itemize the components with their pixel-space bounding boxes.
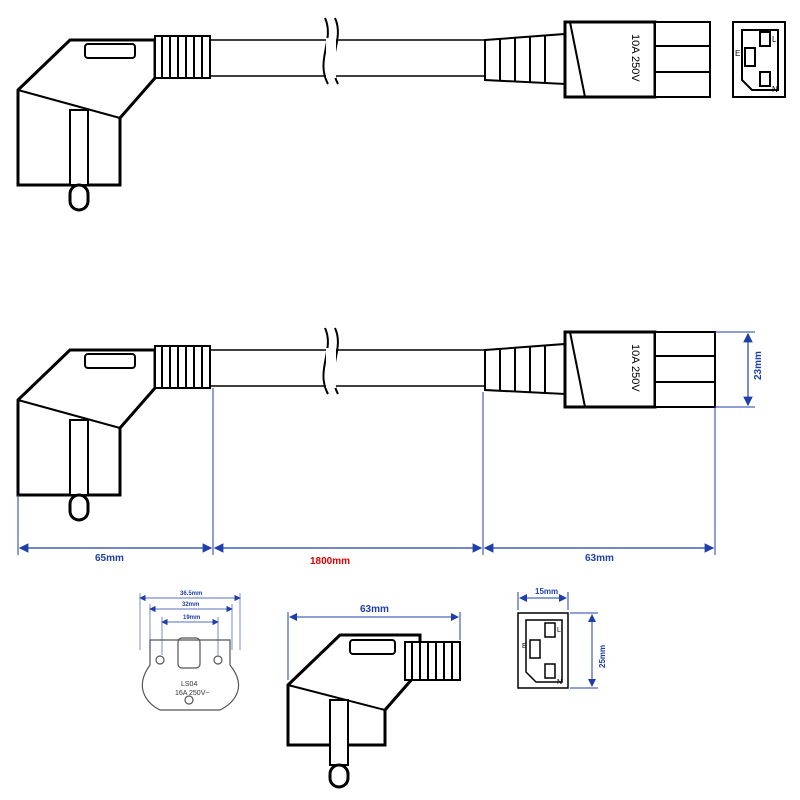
plug-face-detail xyxy=(139,593,241,711)
plug-strain-relief xyxy=(154,35,211,79)
pin-label-live-top: L xyxy=(772,35,777,44)
schuko-plug-top xyxy=(16,35,211,212)
cable-middle xyxy=(210,327,485,395)
c13-connector-top xyxy=(484,20,711,99)
connector-length-label: 63mm xyxy=(585,553,614,564)
top-cord-view xyxy=(16,17,786,212)
outer-width-label: 36.5mm xyxy=(180,591,202,597)
plug-rating-label: 16A 250V~ xyxy=(175,690,209,697)
rating-text-middle: 10A 250V xyxy=(629,344,641,392)
contact-span-label: 32mm xyxy=(182,602,199,608)
connector-face-height-label: 25mm xyxy=(598,645,607,668)
connector-face-detail xyxy=(517,612,569,689)
plug-body-detail xyxy=(286,633,461,789)
c13-connector-middle xyxy=(484,330,716,409)
connector-face-width-label: 15mm xyxy=(535,587,558,596)
pin-spacing-label: 19mm xyxy=(183,615,200,621)
rating-text-top: 10A 250V xyxy=(629,34,641,82)
plug-body-width-label: 63mm xyxy=(360,604,389,615)
pin-label-neutral-top: N xyxy=(772,85,778,94)
cable-top xyxy=(210,17,485,85)
dimension-arrows xyxy=(18,332,753,553)
plug-model-label: LS04 xyxy=(181,681,197,688)
c13-face-top xyxy=(732,21,786,98)
plug-length-label: 65mm xyxy=(95,553,124,564)
dimensioned-cord-view xyxy=(16,327,716,522)
pin-label-neutral-bottom: N xyxy=(557,679,562,686)
pin-label-earth-top: E xyxy=(735,49,740,58)
pin-label-live-bottom: L xyxy=(557,627,561,634)
extension-lines xyxy=(17,331,755,555)
schuko-plug-middle xyxy=(16,345,211,522)
connector-height-label: 23mm xyxy=(753,351,764,380)
cable-length-label: 1800mm xyxy=(310,556,350,567)
pin-label-earth-bottom: E xyxy=(522,643,527,650)
